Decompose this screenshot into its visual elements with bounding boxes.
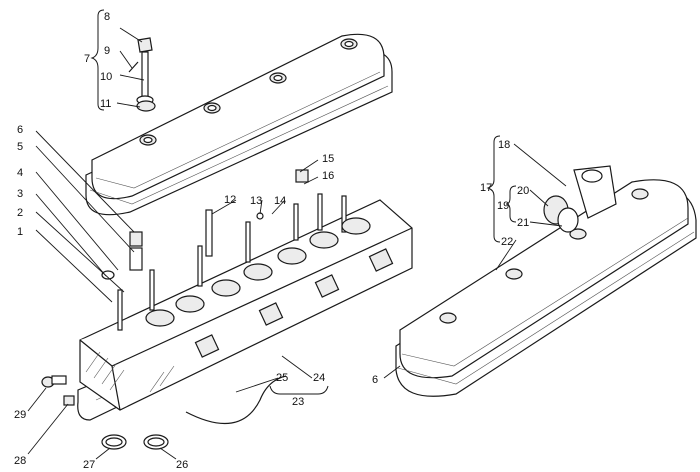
- callout-23: 23: [292, 396, 304, 408]
- valve-spring-parts: [101, 169, 309, 280]
- plug-and-nut: [41, 375, 75, 406]
- callout-8: 8: [104, 11, 110, 23]
- callout-17: 17: [480, 182, 492, 194]
- callout-labels: 1 2 3 4 5 6 7 8 9 10 11 12 13 14 15 16 1…: [14, 11, 529, 471]
- callout-27: 27: [83, 459, 95, 471]
- callout-21: 21: [517, 217, 529, 229]
- callout-5: 5: [17, 141, 23, 153]
- callout-16: 16: [322, 170, 334, 182]
- callout-13: 13: [250, 195, 262, 207]
- callout-22: 22: [501, 236, 513, 248]
- callout-14: 14: [274, 195, 286, 207]
- valve-studs: [117, 193, 347, 331]
- callout-6: 6: [17, 124, 23, 136]
- callout-29: 29: [14, 409, 26, 421]
- callout-11: 11: [100, 98, 111, 110]
- callout-18: 18: [498, 139, 510, 151]
- callout-25: 25: [276, 372, 288, 384]
- group-brackets: [90, 9, 517, 395]
- callout-7: 7: [84, 53, 90, 65]
- callout-12: 12: [224, 194, 236, 206]
- callout-19: 19: [497, 200, 509, 212]
- callout-1: 1: [17, 226, 23, 238]
- callout-28: 28: [14, 455, 26, 467]
- callout-15: 15: [322, 153, 334, 165]
- callout-4: 4: [17, 167, 23, 179]
- callout-6-right: 6: [372, 374, 378, 386]
- callout-20: 20: [517, 185, 529, 197]
- left-valve-cover: [85, 33, 393, 216]
- right-valve-cover: [395, 179, 697, 397]
- callout-9: 9: [104, 45, 110, 57]
- callout-2: 2: [17, 207, 23, 219]
- callout-24: 24: [313, 372, 325, 384]
- cylinder-head: [77, 193, 413, 421]
- callout-26: 26: [176, 459, 188, 471]
- leader-lines: [27, 27, 567, 460]
- callout-3: 3: [17, 188, 23, 200]
- cover-bolt-assembly: [128, 37, 156, 112]
- callout-10: 10: [100, 71, 112, 83]
- sealing-rings: [101, 375, 287, 450]
- rocker-arms: [145, 217, 371, 327]
- breather-assembly: [543, 165, 617, 233]
